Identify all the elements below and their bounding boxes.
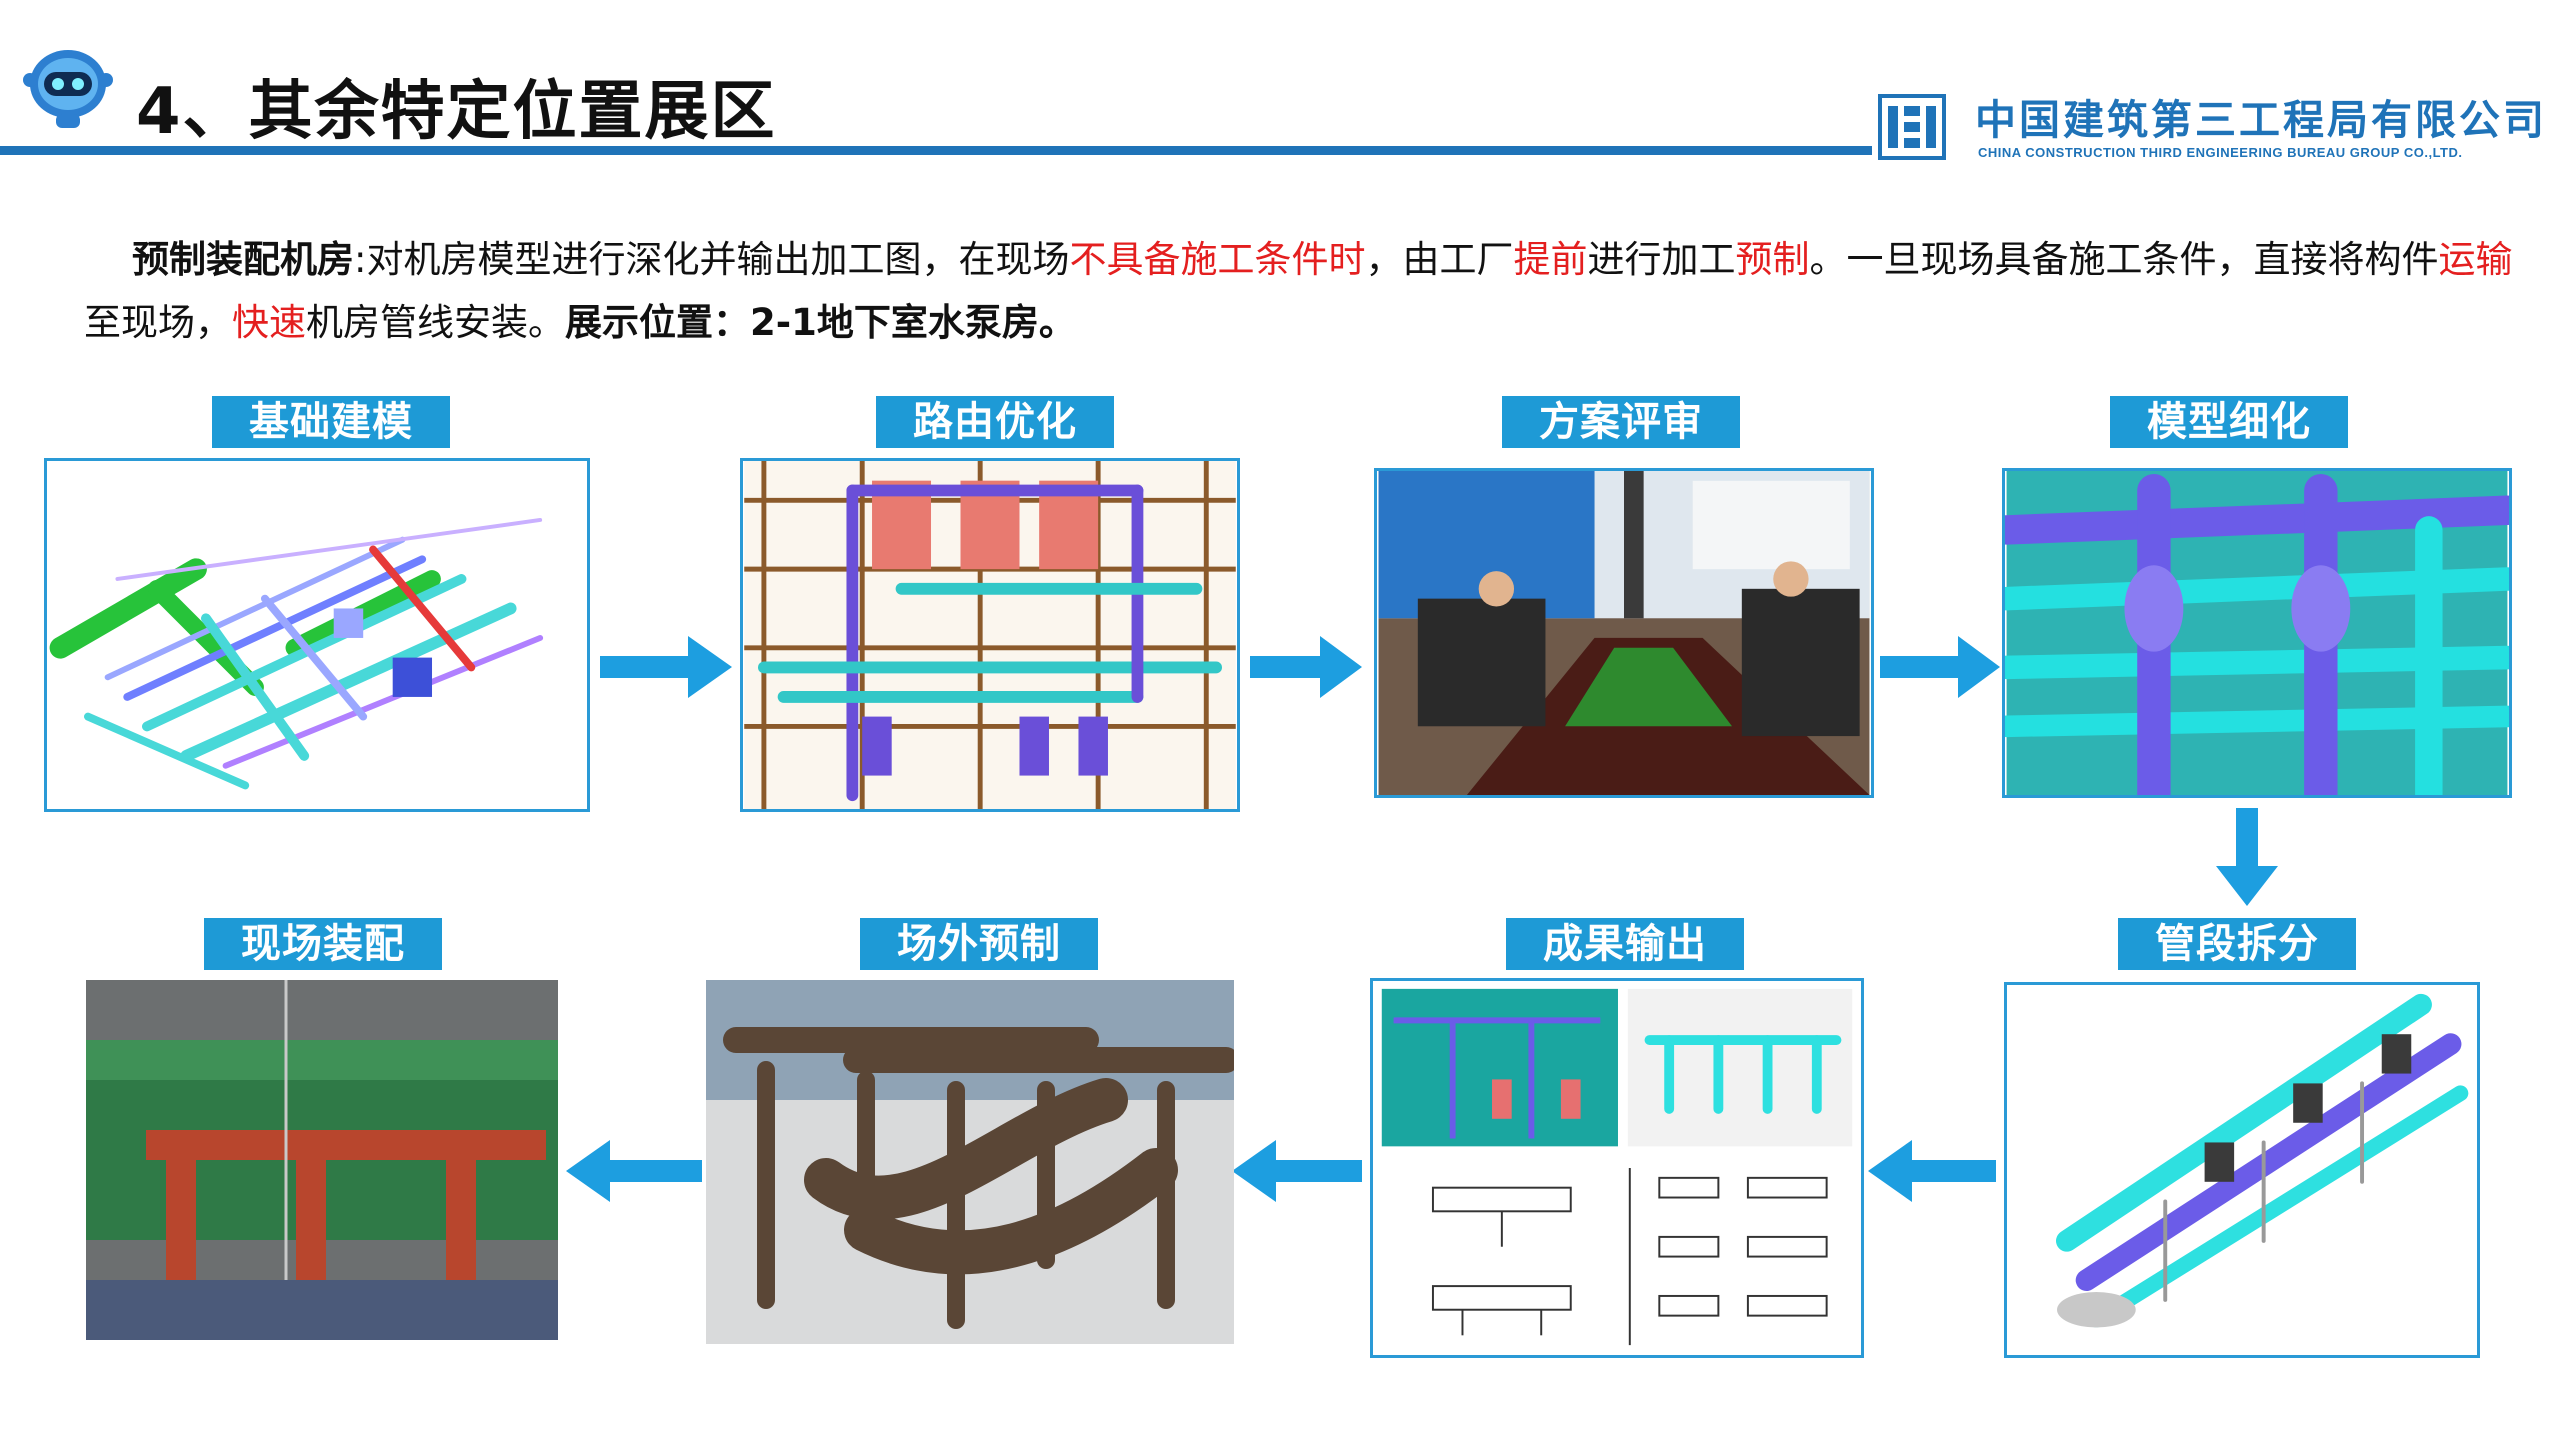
step-label: 管段拆分 [2118, 918, 2356, 970]
intro-highlight: 预制 [1735, 238, 1810, 281]
company-name-en: CHINA CONSTRUCTION THIRD ENGINEERING BUR… [1978, 145, 2463, 160]
arrow-left-icon [1232, 1140, 1362, 1202]
intro-text: ，由工厂 [1365, 238, 1514, 281]
title-underline [0, 146, 1872, 155]
step-route-optimization: 路由优化 [740, 396, 1240, 816]
step-label: 现场装配 [204, 918, 442, 970]
step-basic-modeling: 基础建模 [44, 396, 590, 816]
intro-text: 机房管线安装。 [306, 301, 565, 344]
intro-highlight: 运输 [2438, 238, 2513, 281]
step-result-output: 成果输出 [1370, 918, 1866, 1362]
arrow-left-icon [1868, 1140, 1996, 1202]
intro-term: 预制装配机房 [132, 238, 354, 281]
intro-location: 展示位置：2-1地下室水泵房。 [565, 301, 1076, 344]
step-model-refinement: 模型细化 [2002, 396, 2514, 816]
step-label: 成果输出 [1506, 918, 1744, 970]
step-plan-review: 方案评审 [1374, 396, 1876, 816]
review-meeting-photo [1374, 468, 1874, 798]
arrow-right-icon [1250, 636, 1362, 698]
intro-text: :对机房模型进行深化并输出加工图，在现场 [354, 238, 1070, 281]
arrow-right-icon [600, 636, 732, 698]
intro-highlight: 不具备施工条件时 [1069, 238, 1366, 281]
step-offsite-prefabrication: 场外预制 [706, 918, 1240, 1358]
robot-mascot-icon [20, 40, 116, 136]
step-label: 基础建模 [212, 396, 450, 448]
step-label: 方案评审 [1502, 396, 1740, 448]
intro-highlight: 提前 [1513, 238, 1588, 281]
route-plan-image [740, 458, 1240, 812]
shop-drawing-image [1370, 978, 1864, 1358]
intro-text: 。一旦现场具备施工条件，直接将构件 [1809, 238, 2439, 281]
arrow-right-icon [1880, 636, 2000, 698]
intro-text: 至现场， [84, 301, 232, 344]
arrow-left-icon [566, 1140, 702, 1202]
page-title: 4、其余特定位置展区 [136, 75, 777, 149]
prefabrication-photo [706, 980, 1234, 1344]
arrow-down-icon [2216, 808, 2278, 906]
step-label: 路由优化 [876, 396, 1114, 448]
onsite-assembly-photo [86, 980, 558, 1340]
step-onsite-assembly: 现场装配 [86, 918, 566, 1348]
intro-highlight: 快速 [232, 301, 306, 344]
intro-paragraph: 预制装配机房:对机房模型进行深化并输出加工图，在现场不具备施工条件时，由工厂提前… [84, 228, 2524, 354]
intro-text: 进行加工 [1587, 238, 1736, 281]
cscec-logo-icon [1878, 94, 1946, 160]
step-label: 模型细化 [2110, 396, 2348, 448]
step-label: 场外预制 [860, 918, 1098, 970]
pipe-segment-model-image [2004, 982, 2480, 1358]
company-name-cn: 中国建筑第三工程局有限公司 [1975, 96, 2547, 144]
refined-model-image [2002, 468, 2512, 798]
step-pipe-segmentation: 管段拆分 [2004, 918, 2482, 1362]
bim-model-image [44, 458, 590, 812]
